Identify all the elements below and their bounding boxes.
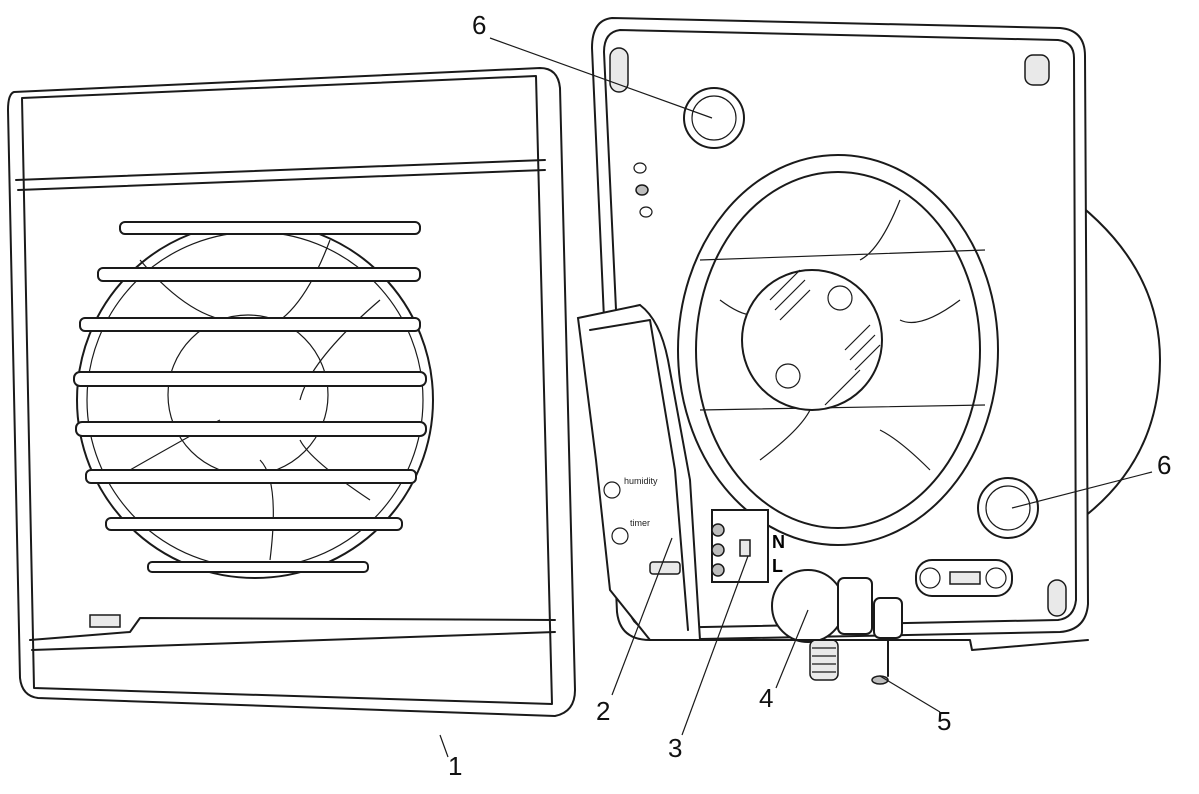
leader-2 — [611, 537, 673, 696]
impeller — [677, 154, 999, 546]
motor-hub — [741, 269, 883, 411]
leader-4 — [775, 609, 809, 689]
callout-5: 5 — [937, 706, 952, 736]
callout-1: 1 — [448, 751, 463, 781]
callout-4: 4 — [759, 683, 774, 713]
front-cover — [6, 66, 577, 718]
callout-6-right: 6 — [1157, 450, 1172, 480]
terminal-n: N — [772, 532, 785, 552]
leader-1 — [439, 734, 449, 758]
terminal-l: L — [772, 556, 783, 576]
terminal-block: N L — [711, 509, 785, 583]
cable-gland — [771, 569, 873, 681]
rubber-plug-top — [683, 87, 745, 149]
fan-housing: humidity timer N L — [576, 16, 1162, 685]
callout-2: 2 — [596, 696, 611, 726]
callout-3: 3 — [668, 733, 683, 763]
leader-3 — [681, 555, 749, 736]
cable-clamp — [915, 559, 1013, 597]
humidity-label: humidity — [624, 476, 658, 486]
rubber-plug-bottom — [977, 477, 1039, 539]
front-grille — [73, 221, 434, 579]
leader-6-right — [1011, 471, 1153, 509]
control-board: humidity timer — [576, 303, 702, 641]
timer-label: timer — [630, 518, 650, 528]
leader-6-top — [489, 37, 713, 119]
fixing-screw — [871, 597, 903, 685]
leader-lines — [439, 37, 1153, 758]
callout-6-top: 6 — [472, 10, 487, 40]
indicator-led — [89, 614, 121, 628]
leader-5 — [879, 675, 941, 713]
